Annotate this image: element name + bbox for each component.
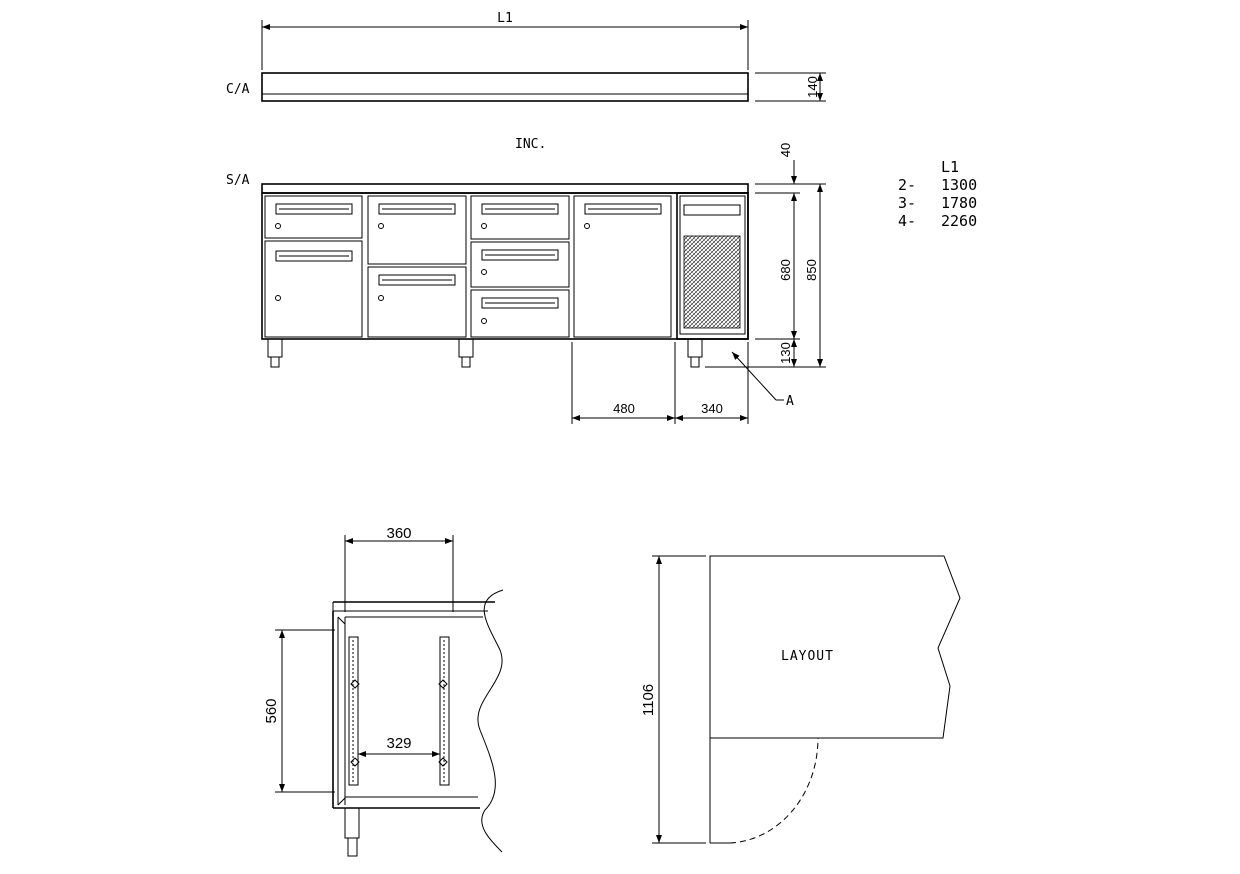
drawer-3a bbox=[470, 195, 570, 240]
left-rail bbox=[348, 636, 359, 786]
table-row-code: 4- bbox=[898, 212, 916, 230]
ventilation-grille bbox=[683, 235, 741, 329]
drawer-1 bbox=[264, 195, 363, 239]
top-plate bbox=[261, 72, 749, 102]
dim-40: 40 bbox=[778, 143, 793, 157]
detail-leg bbox=[344, 807, 360, 839]
door-swing-arc bbox=[729, 737, 819, 844]
height-dim-140: 140 bbox=[805, 76, 820, 98]
layout-label: LAYOUT bbox=[781, 649, 834, 664]
callout-a: A bbox=[786, 394, 794, 409]
leg-2 bbox=[458, 338, 474, 358]
door-4 bbox=[573, 195, 672, 338]
table-header: L1 bbox=[941, 158, 959, 176]
detail-view: 360 560 329 bbox=[263, 525, 504, 857]
dim-680: 680 bbox=[778, 259, 793, 281]
drawer-2a bbox=[367, 195, 467, 265]
cabinet-body bbox=[261, 192, 749, 340]
leg-1 bbox=[267, 338, 283, 358]
layout-outline bbox=[709, 555, 961, 739]
layout-view: 1106 LAYOUT bbox=[640, 555, 961, 844]
control-panel bbox=[683, 204, 741, 216]
dim-480: 480 bbox=[613, 401, 635, 416]
dim-340: 340 bbox=[701, 401, 723, 416]
table-row-value: 1780 bbox=[941, 194, 977, 212]
door-1 bbox=[264, 240, 363, 338]
section-label-ca: C/A bbox=[226, 82, 250, 97]
dim-850: 850 bbox=[804, 259, 819, 281]
dim-329: 329 bbox=[386, 735, 411, 752]
width-label: L1 bbox=[497, 11, 513, 26]
drawer-3c bbox=[470, 289, 570, 338]
table-row-value: 1300 bbox=[941, 176, 977, 194]
table-row-code: 2- bbox=[898, 176, 916, 194]
front-view: INC. S/A bbox=[226, 137, 826, 424]
length-table: L1 2- 1300 3- 1780 4- 2260 bbox=[898, 158, 977, 230]
leg-3 bbox=[687, 338, 703, 358]
worktop bbox=[261, 183, 749, 194]
break-line bbox=[477, 589, 504, 853]
drawer-3b bbox=[470, 241, 570, 288]
section-label-sa: S/A bbox=[226, 173, 250, 188]
inc-label: INC. bbox=[515, 137, 546, 152]
drawer-2b bbox=[367, 266, 467, 338]
table-row-code: 3- bbox=[898, 194, 916, 212]
dim-1106: 1106 bbox=[640, 684, 657, 716]
top-view: L1 C/A 140 bbox=[226, 11, 826, 102]
table-row-value: 2260 bbox=[941, 212, 977, 230]
dim-360: 360 bbox=[386, 525, 411, 542]
machinery-unit bbox=[676, 192, 749, 340]
right-rail bbox=[439, 636, 450, 786]
dim-130: 130 bbox=[778, 342, 793, 364]
dim-560: 560 bbox=[263, 698, 280, 723]
